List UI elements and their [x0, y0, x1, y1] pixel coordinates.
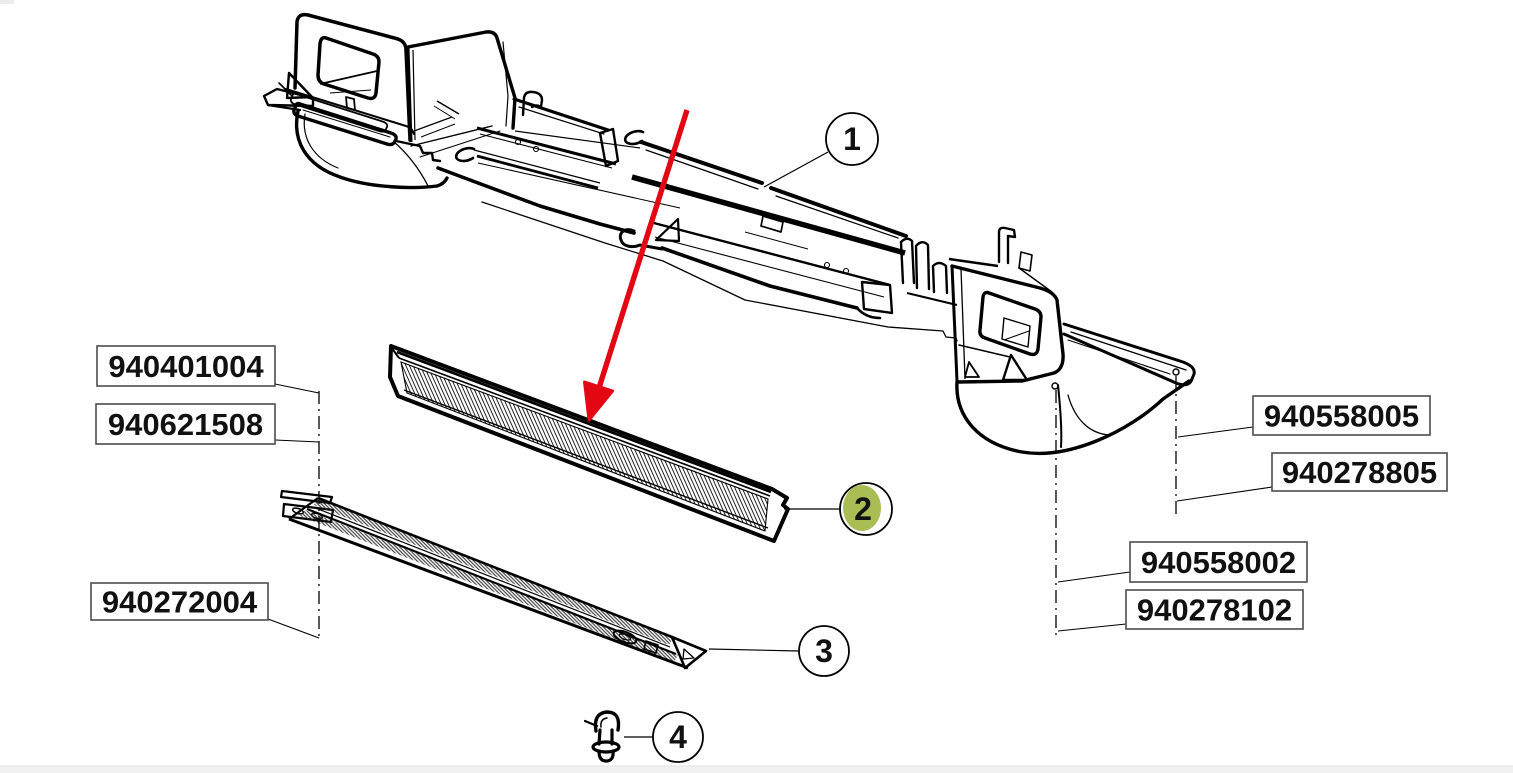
svg-text:940401004: 940401004 [108, 349, 264, 384]
svg-text:1: 1 [843, 121, 861, 157]
svg-text:940278805: 940278805 [1282, 455, 1437, 490]
svg-text:940272004: 940272004 [102, 585, 258, 620]
svg-text:940558002: 940558002 [1141, 545, 1296, 580]
svg-text:940278102: 940278102 [1137, 593, 1292, 628]
svg-text:3: 3 [815, 633, 833, 669]
svg-text:4: 4 [669, 719, 687, 755]
svg-text:940621508: 940621508 [108, 407, 263, 442]
svg-text:2: 2 [854, 491, 872, 527]
svg-text:940558005: 940558005 [1264, 399, 1419, 434]
